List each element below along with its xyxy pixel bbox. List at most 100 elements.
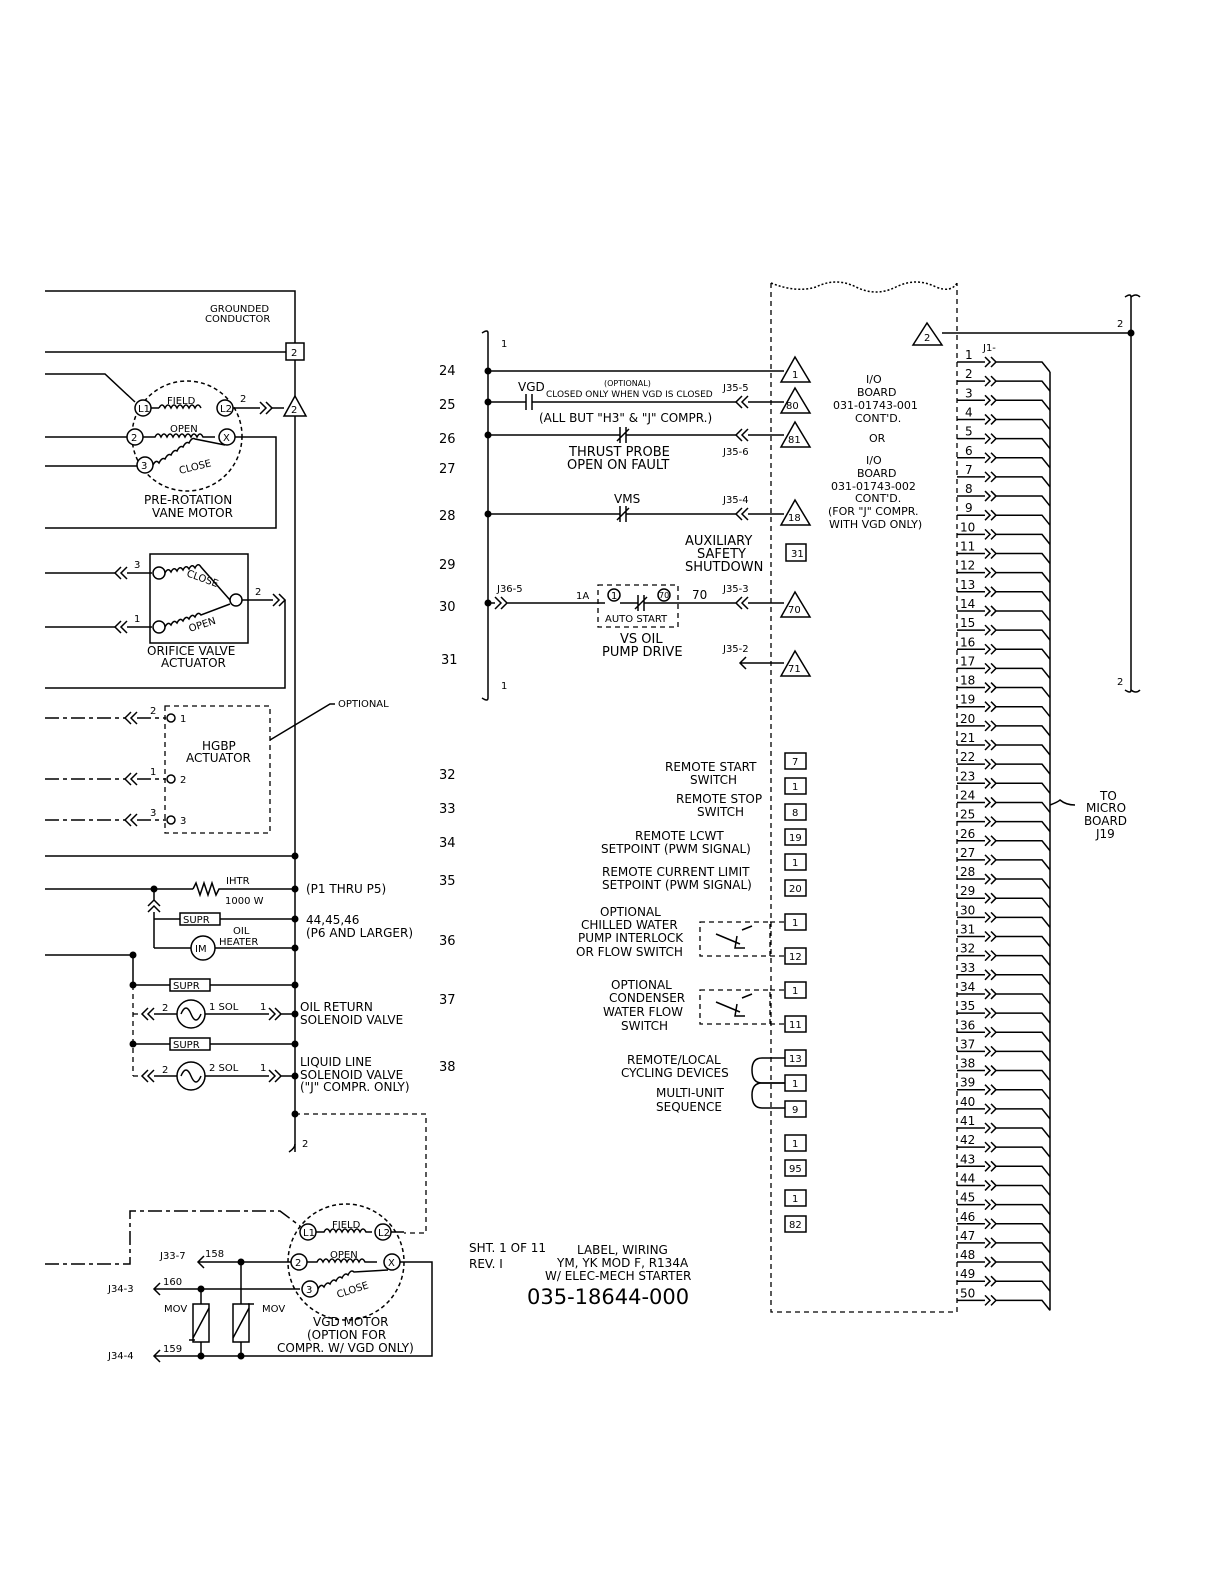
svg-text:IM: IM xyxy=(195,944,207,955)
svg-text:(ALL BUT "H3" & "J" COMPR.): (ALL BUT "H3" & "J" COMPR.) xyxy=(539,411,712,425)
terminal-box xyxy=(784,1015,807,1033)
optional-label: OPTIONAL xyxy=(338,699,389,710)
svg-text:J36-5: J36-5 xyxy=(496,584,523,595)
svg-text:1: 1 xyxy=(260,1002,266,1013)
svg-text:1 SOL: 1 SOL xyxy=(209,1002,239,1013)
pin-34: 34 xyxy=(957,980,1051,1005)
svg-text:35: 35 xyxy=(439,874,456,889)
pin-7: 7 xyxy=(957,463,1051,488)
svg-text:7: 7 xyxy=(965,463,973,477)
svg-text:L2: L2 xyxy=(220,404,232,415)
terminal-number: 1 xyxy=(792,1194,798,1205)
terminal-number: 20 xyxy=(789,884,802,895)
pin-4: 4 xyxy=(957,405,1051,430)
svg-text:1: 1 xyxy=(150,767,156,778)
svg-text:27: 27 xyxy=(439,462,456,477)
svg-text:L1: L1 xyxy=(303,1228,315,1239)
svg-text:2: 2 xyxy=(180,775,186,786)
svg-text:2: 2 xyxy=(150,706,156,717)
svg-text:22: 22 xyxy=(960,750,975,764)
svg-text:159: 159 xyxy=(163,1344,182,1355)
line-numbers: 24 25 26 27 28 29 30 31 32 33 34 35 36 3… xyxy=(439,364,458,1075)
svg-text:2: 2 xyxy=(131,433,137,444)
svg-text:23: 23 xyxy=(960,769,975,783)
svg-text:2 SOL: 2 SOL xyxy=(209,1063,239,1074)
terminal-number: 1 xyxy=(792,1079,798,1090)
svg-text:26: 26 xyxy=(960,827,975,841)
terminal-box xyxy=(784,1215,807,1233)
svg-text:43: 43 xyxy=(960,1152,975,1166)
svg-text:2: 2 xyxy=(1117,677,1123,688)
heater-circuit: IHTR 1000 W (P1 THRU P5) SUPR 44,45,46(P… xyxy=(45,876,413,961)
terminal-number: 1 xyxy=(792,986,798,997)
svg-text:3: 3 xyxy=(306,1285,312,1296)
pin-5: 5 xyxy=(957,425,1051,450)
svg-text:50: 50 xyxy=(960,1286,975,1300)
terminal-number: 13 xyxy=(789,1054,802,1065)
svg-text:CLOSE: CLOSE xyxy=(178,458,212,477)
svg-text:13: 13 xyxy=(960,578,975,592)
svg-text:6: 6 xyxy=(965,444,973,458)
pin-43: 43 xyxy=(957,1152,1051,1177)
svg-text:SUPR: SUPR xyxy=(173,1040,200,1051)
svg-text:25: 25 xyxy=(439,398,456,413)
terminal-number: 1 xyxy=(792,1139,798,1150)
svg-text:1: 1 xyxy=(134,614,140,625)
svg-text:J34-3: J34-3 xyxy=(107,1284,134,1295)
pin-30: 30 xyxy=(957,903,1051,928)
pin-14: 14 xyxy=(957,597,1051,622)
svg-text:31: 31 xyxy=(791,549,804,560)
revision: REV. I xyxy=(469,1257,503,1271)
svg-text:J33-7: J33-7 xyxy=(159,1251,186,1262)
svg-text:11: 11 xyxy=(960,540,975,554)
terminal-number: 8 xyxy=(792,808,798,819)
pin-11: 11 xyxy=(957,540,1051,564)
svg-text:31: 31 xyxy=(960,923,975,937)
svg-text:(P1 THRU P5): (P1 THRU P5) xyxy=(306,882,386,896)
terminal-box xyxy=(784,1100,807,1118)
terminal-box xyxy=(784,1049,807,1067)
svg-text:70: 70 xyxy=(788,605,801,616)
p6-label: 44,45,46(P6 AND LARGER) xyxy=(306,913,413,940)
svg-text:1: 1 xyxy=(501,339,507,350)
pin-38: 38 xyxy=(957,1057,1051,1082)
pin-15: 15 xyxy=(957,616,1051,641)
svg-text:38: 38 xyxy=(439,1060,456,1075)
svg-text:VGD: VGD xyxy=(518,380,545,394)
svg-text:CLOSE: CLOSE xyxy=(185,568,220,590)
svg-text:OPEN: OPEN xyxy=(188,616,218,635)
svg-text:2: 2 xyxy=(302,1139,308,1150)
pin-25: 25 xyxy=(957,808,1051,833)
pin-9: 9 xyxy=(957,501,1051,526)
svg-text:21: 21 xyxy=(960,731,975,745)
svg-text:71: 71 xyxy=(788,664,801,675)
svg-text:1: 1 xyxy=(501,681,507,692)
terminal-box xyxy=(784,981,807,999)
svg-text:L1: L1 xyxy=(138,404,150,415)
svg-text:27: 27 xyxy=(960,846,975,860)
pin-41: 41 xyxy=(957,1114,1051,1139)
svg-text:37: 37 xyxy=(439,993,456,1008)
pin-32: 32 xyxy=(957,942,1051,967)
svg-text:5: 5 xyxy=(965,425,973,439)
svg-text:1: 1 xyxy=(965,348,973,362)
svg-text:9: 9 xyxy=(965,501,973,515)
pin-35: 35 xyxy=(957,999,1051,1024)
svg-text:17: 17 xyxy=(960,654,975,668)
pin-3: 3 xyxy=(957,386,1051,411)
svg-text:18: 18 xyxy=(788,513,801,524)
terminal-number: 11 xyxy=(789,1020,802,1031)
